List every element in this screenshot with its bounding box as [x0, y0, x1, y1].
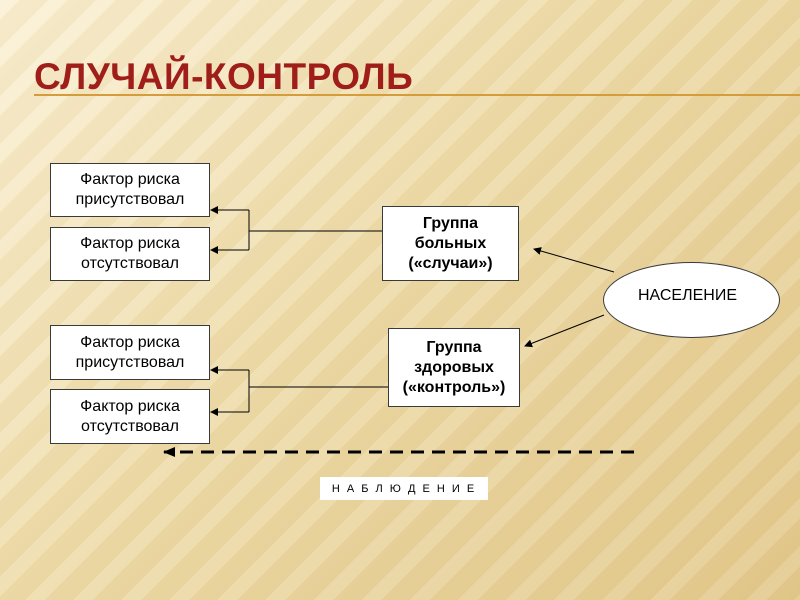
factor-absent-cases: Фактор риска отсутствовал — [50, 227, 210, 281]
slide-title: СЛУЧАЙ-КОНТРОЛЬ — [34, 56, 414, 97]
population-label: НАСЕЛЕНИЕ — [638, 287, 737, 304]
group-controls-box: Группа здоровых («контроль») — [388, 328, 520, 407]
arrow-population-to-cases — [533, 247, 615, 273]
factor-present-controls: Фактор риска присутствовал — [50, 325, 210, 380]
group-cases-box: Группа больных («случаи») — [382, 206, 519, 281]
factor-present-cases: Фактор риска присутствовал — [50, 163, 210, 217]
arrow-population-to-controls — [524, 314, 605, 348]
factor-absent-controls: Фактор риска отсутствовал — [50, 389, 210, 444]
title-divider — [34, 94, 800, 96]
observation-label: Н А Б Л Ю Д Е Н И Е — [320, 477, 488, 500]
population-ellipse — [603, 262, 780, 338]
